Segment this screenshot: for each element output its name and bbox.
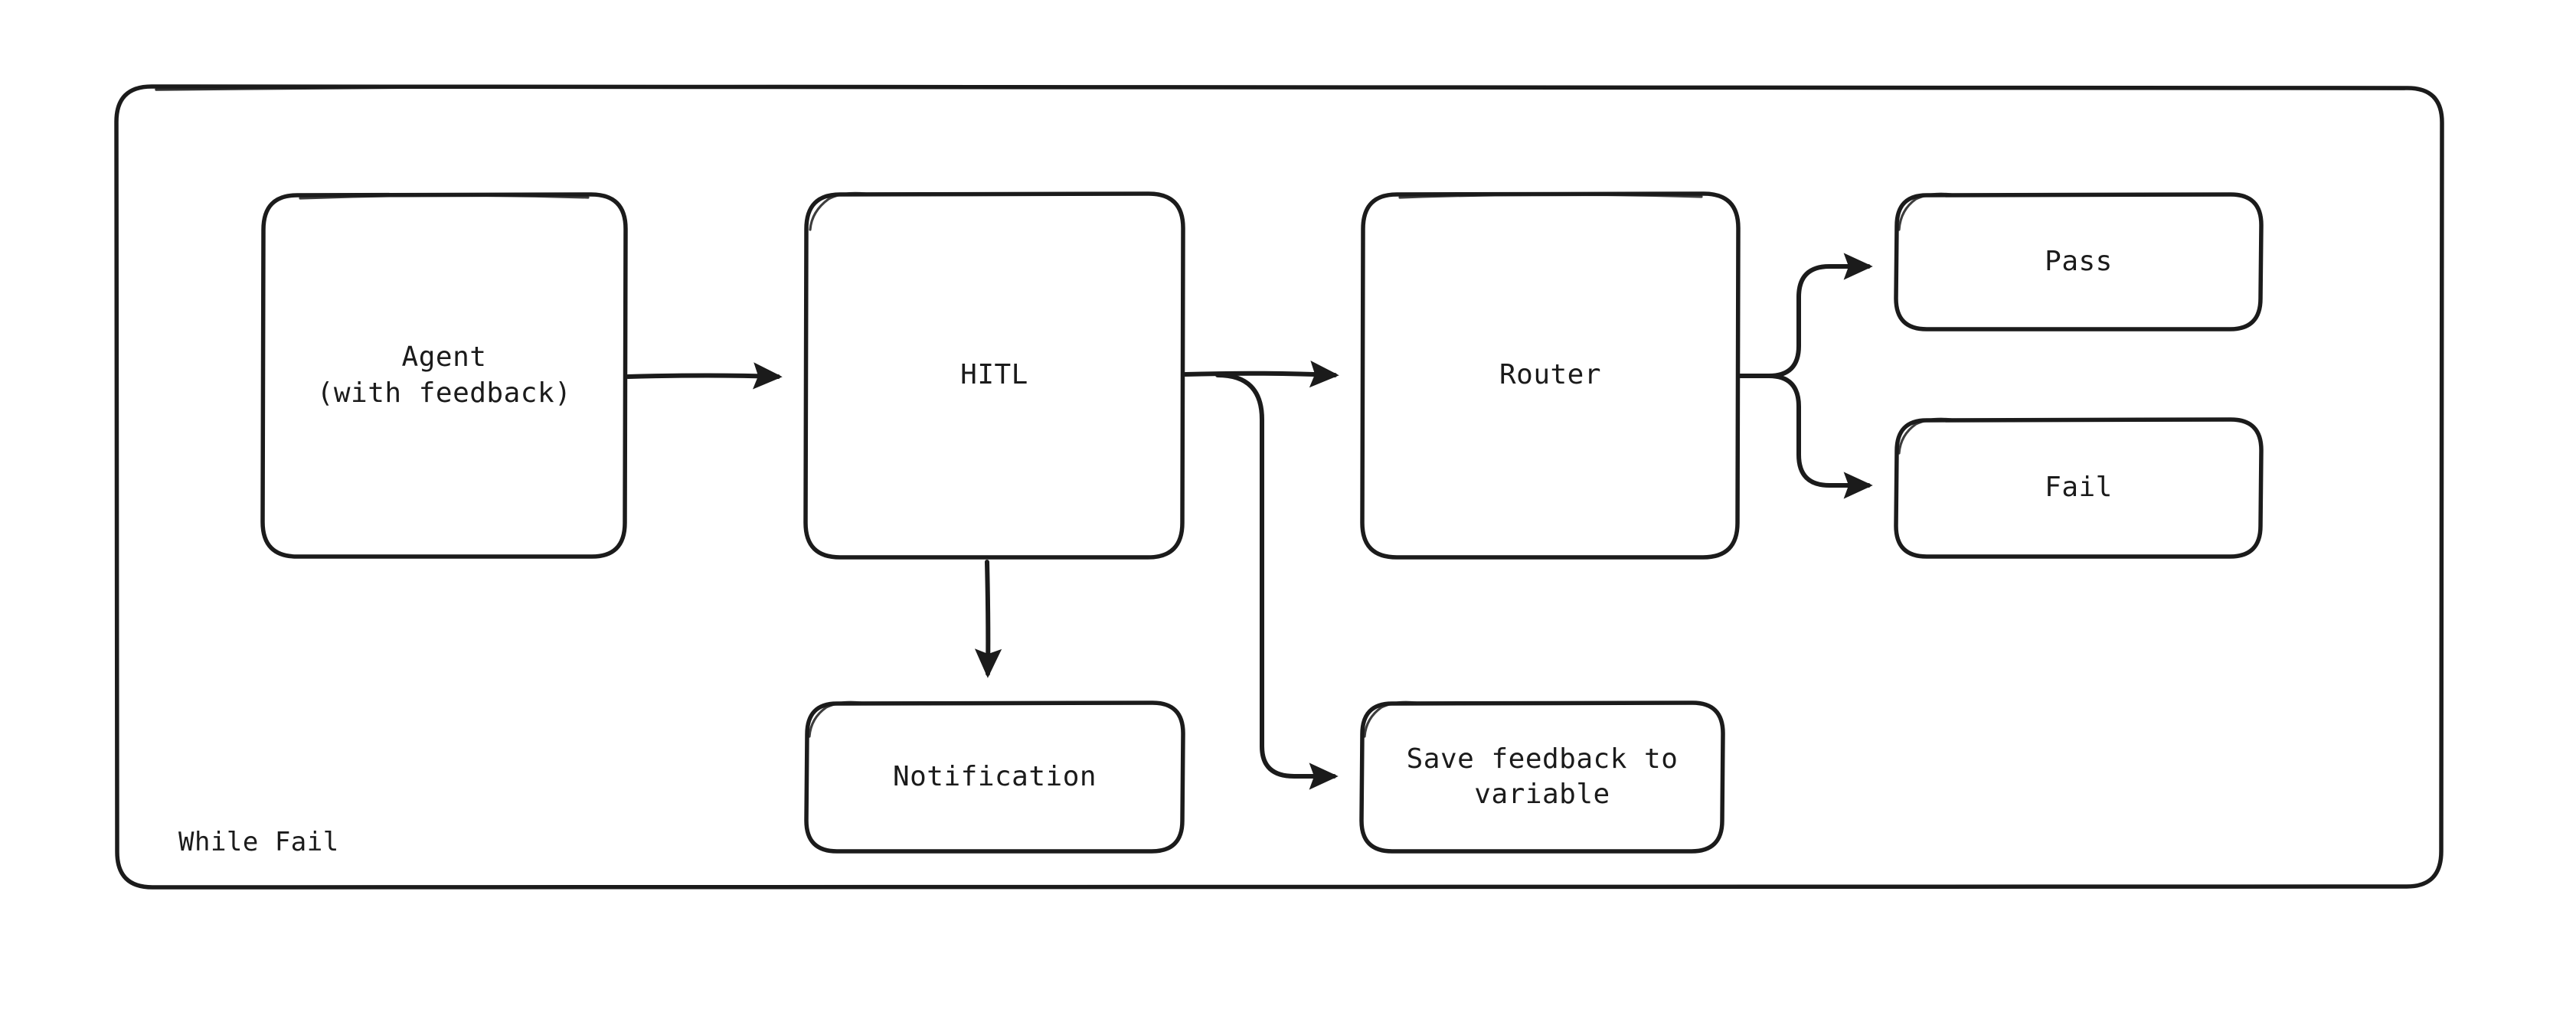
node-hitl[interactable] (806, 194, 1183, 557)
node-fail[interactable] (1896, 420, 2261, 557)
edge-router-to-fail (1738, 374, 1873, 499)
edge-hitl-to-notification (974, 560, 1002, 678)
node-pass-shape[interactable] (1894, 192, 2264, 331)
node-fail-shape[interactable] (1894, 417, 2264, 559)
node-notification[interactable] (806, 703, 1183, 851)
node-hitl-shape[interactable] (803, 191, 1185, 560)
node-save-feedback[interactable] (1362, 703, 1723, 851)
node-router[interactable] (1362, 194, 1738, 557)
node-agent[interactable] (263, 194, 626, 557)
node-router-shape[interactable] (1360, 191, 1741, 560)
while-fail-group-label: While Fail (178, 827, 339, 857)
node-pass[interactable] (1896, 194, 2261, 329)
edge-router-to-pass (1738, 253, 1873, 378)
node-agent-shape[interactable] (260, 192, 628, 559)
while-fail-group-border (114, 84, 2444, 890)
node-save-feedback-shape[interactable] (1359, 700, 1725, 854)
edge-hitl-to-router (1183, 360, 1339, 388)
edge-agent-to-hitl (626, 362, 783, 390)
node-notification-shape[interactable] (804, 700, 1185, 854)
edge-hitl-to-save-feedback (1215, 373, 1339, 790)
